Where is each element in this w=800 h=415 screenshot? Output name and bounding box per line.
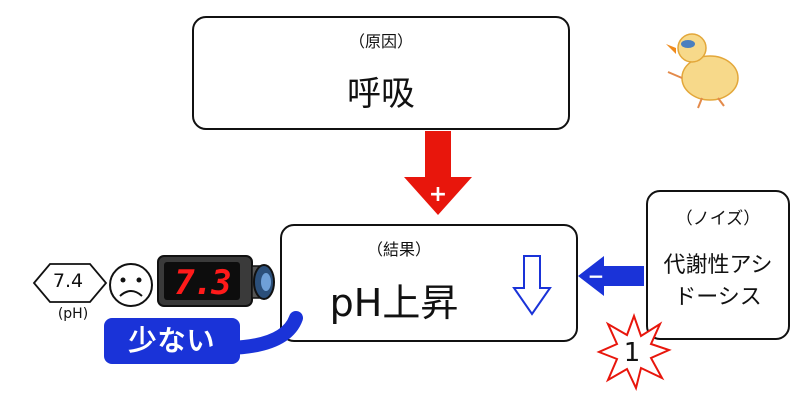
result-box: （結果） pH上昇 — [280, 224, 578, 342]
meter-reading: 7.3 — [174, 263, 231, 303]
reference-diamond-icon — [32, 263, 108, 303]
noise-tag: （ノイズ） — [675, 209, 761, 229]
cause-box: （原因） 呼吸 — [192, 16, 570, 130]
ph-caption: (pH) — [57, 306, 89, 322]
cause-tag: （原因） — [348, 32, 413, 51]
negative-arrow-shape — [578, 256, 644, 296]
low-label: 少ない — [104, 318, 240, 364]
cause-label: 呼吸 — [347, 74, 415, 114]
sad-face-icon — [109, 263, 153, 307]
down-arrow-icon — [512, 255, 552, 316]
starburst-badge-icon — [596, 313, 672, 391]
ph-meter-icon — [157, 255, 275, 307]
chick-doodle-icon — [666, 33, 739, 109]
reference-ph-value: 7.4 — [52, 270, 84, 292]
positive-arrow: + — [404, 131, 472, 215]
minus-sign: − — [588, 264, 605, 288]
noise-badge-number: 1 — [623, 338, 641, 368]
negative-arrow: − — [578, 256, 644, 296]
noise-label-line1: 代謝性アシ — [663, 253, 773, 278]
positive-arrow-shaft — [425, 131, 451, 177]
plus-sign: + — [429, 182, 447, 207]
positive-arrow-head — [404, 177, 472, 215]
noise-label-line2: ドーシス — [674, 285, 762, 310]
result-tag: （結果） — [366, 240, 431, 259]
noise-box: （ノイズ） 代謝性アシ ドーシス — [646, 190, 790, 340]
result-label: pH上昇 — [329, 281, 459, 325]
low-label-connector — [223, 311, 303, 355]
noise-label: 代謝性アシ ドーシス — [652, 250, 784, 314]
